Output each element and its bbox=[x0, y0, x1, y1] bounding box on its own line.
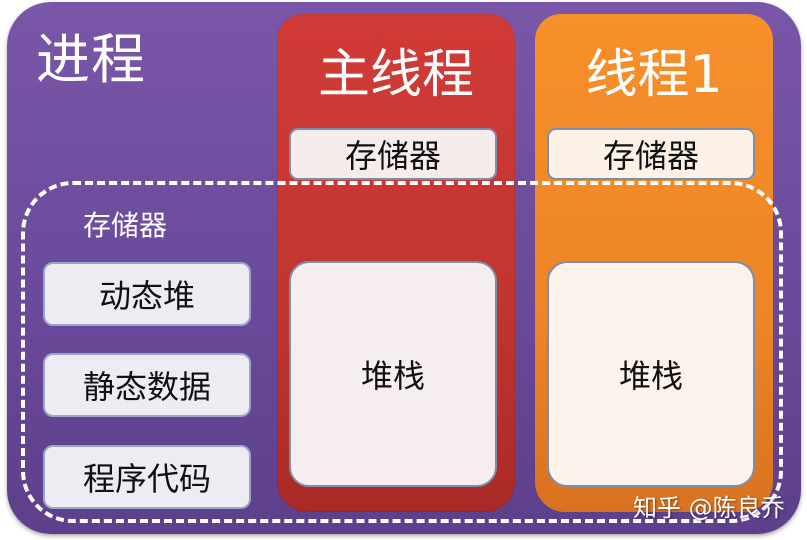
shared-memory-label: 存储器 bbox=[83, 209, 168, 242]
memory-item-heap: 动态堆 bbox=[43, 262, 251, 326]
watermark: 知乎 @陈良乔 bbox=[633, 494, 785, 522]
thread-1-register: 存储器 bbox=[547, 128, 755, 180]
thread-1-stack: 堆栈 bbox=[547, 261, 755, 487]
memory-item-static-data: 静态数据 bbox=[43, 353, 251, 417]
memory-item-program-code: 程序代码 bbox=[43, 445, 251, 509]
thread-1: 线程1 存储器 堆栈 bbox=[535, 14, 773, 512]
process-title: 进程 bbox=[36, 28, 146, 91]
main-thread-register: 存储器 bbox=[289, 128, 497, 180]
main-thread-title: 主线程 bbox=[317, 45, 474, 105]
main-thread: 主线程 存储器 堆栈 bbox=[277, 14, 515, 512]
thread-1-title: 线程1 bbox=[585, 45, 723, 105]
main-thread-stack: 堆栈 bbox=[289, 261, 497, 487]
